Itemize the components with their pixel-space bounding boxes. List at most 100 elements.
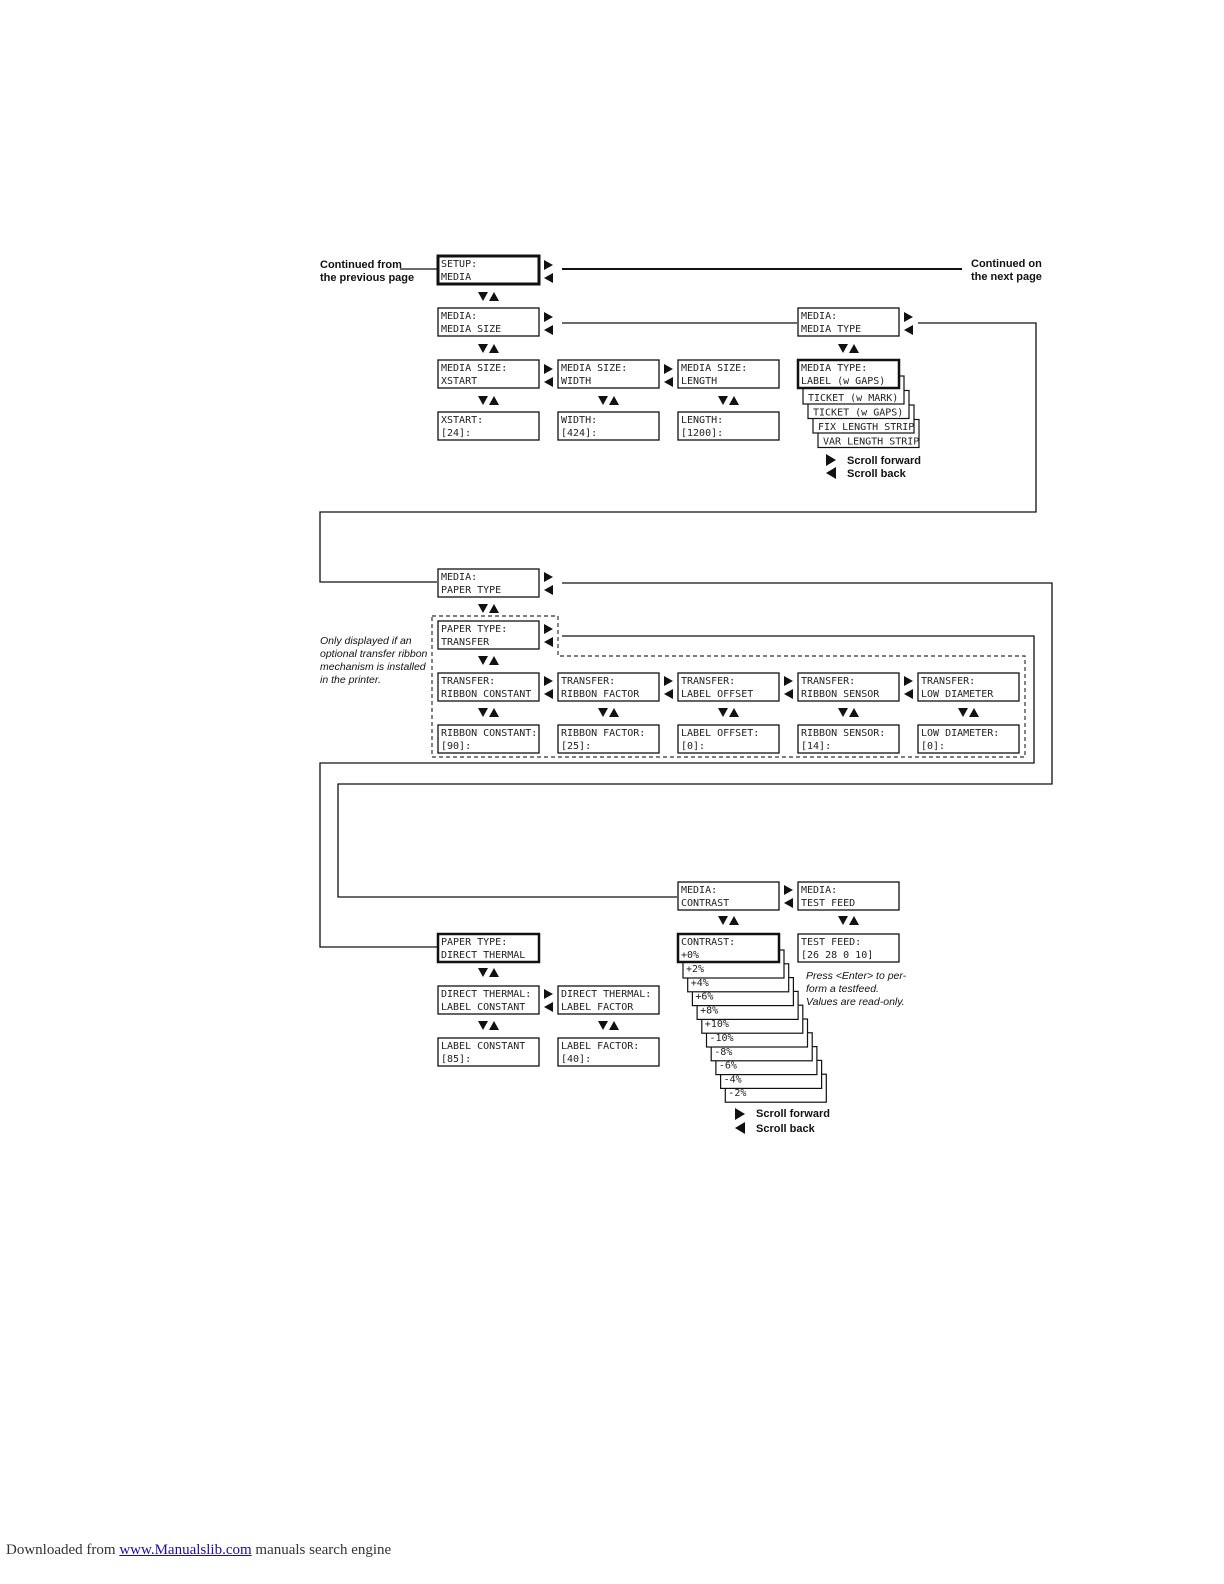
lcd-line: DIRECT THERMAL: <box>441 989 531 1000</box>
lcd-line: CONTRAST <box>681 898 729 909</box>
lcd-box-label-offset-val: LABEL OFFSET:[0]: <box>677 724 780 754</box>
svg-text:Scroll back: Scroll back <box>756 1123 816 1135</box>
arrow-down-icon <box>598 1021 608 1030</box>
lcd-line: TRANSFER: <box>801 676 855 687</box>
lcd-box-tr-label-offset: TRANSFER:LABEL OFFSET <box>677 672 780 702</box>
lcd-box-media-type: MEDIA:MEDIA TYPE <box>797 307 900 337</box>
arrow-up-icon <box>609 396 619 405</box>
option-label: +10% <box>705 1019 729 1030</box>
arrow-up-icon <box>489 344 499 353</box>
arrow-right-icon <box>664 364 673 374</box>
option-label: -10% <box>710 1033 734 1044</box>
arrow-up-icon <box>969 708 979 717</box>
lcd-line: +0% <box>681 950 699 961</box>
lcd-box-contrast-val: CONTRAST: +0% <box>676 932 781 964</box>
lcd-box-media-testfeed: MEDIA:TEST FEED <box>797 881 900 911</box>
testfeed-note: Press <Enter> to per- form a testfeed. V… <box>806 970 907 1008</box>
arrow-down-icon <box>838 344 848 353</box>
arrow-up-icon <box>849 708 859 717</box>
option-label: +8% <box>700 1005 718 1016</box>
lcd-line: PAPER TYPE <box>441 585 501 596</box>
svg-text:Continued from: Continued from <box>320 259 402 271</box>
optional-transfer-region <box>431 615 1026 758</box>
lcd-line: SETUP: <box>441 259 477 270</box>
arrow-left-icon <box>544 637 553 647</box>
arrow-left-icon <box>544 273 553 283</box>
arrow-down-icon <box>478 1021 488 1030</box>
svg-text:Continued on: Continued on <box>971 258 1042 270</box>
lcd-line: [14]: <box>801 741 831 752</box>
arrow-right-icon <box>544 312 553 322</box>
arrow-down-icon <box>598 396 608 405</box>
scroll-legend-media-type: Scroll forward Scroll back <box>826 454 921 480</box>
option-label: TICKET (w MARK) <box>808 393 898 404</box>
navigation-arrows <box>478 260 979 1030</box>
option-label: +2% <box>686 964 704 975</box>
lcd-line: WIDTH <box>561 376 591 387</box>
lcd-line: CONTRAST: <box>681 937 735 948</box>
arrow-down-icon <box>478 292 488 301</box>
arrow-up-icon <box>489 1021 499 1030</box>
lcd-line: TEST FEED <box>801 898 855 909</box>
only-displayed-note: Only displayed if an optional transfer r… <box>320 635 428 686</box>
lcd-box-media-contrast: MEDIA: CONTRAST <box>677 881 780 911</box>
lcd-line: [25]: <box>561 741 591 752</box>
arrow-up-icon <box>729 396 739 405</box>
arrow-down-icon <box>598 708 608 717</box>
lcd-box-tr-low-diameter: TRANSFER:LOW DIAMETER <box>917 672 1020 702</box>
lcd-box-width-val: WIDTH:[424]: <box>557 411 660 441</box>
arrow-up-icon <box>849 916 859 925</box>
arrow-left-icon <box>904 689 913 699</box>
option-label: -2% <box>728 1088 746 1099</box>
lcd-box-xstart-val: XSTART:[24]: <box>437 411 540 441</box>
lcd-line: MEDIA SIZE <box>441 324 501 335</box>
lcd-box-mediatype-label: MEDIA TYPE: LABEL (w GAPS) <box>796 358 901 390</box>
arrow-right-icon <box>544 572 553 582</box>
arrow-down-icon <box>478 396 488 405</box>
arrow-up-icon <box>489 292 499 301</box>
lcd-line: LABEL CONSTANT <box>441 1041 525 1052</box>
lcd-line: RIBBON SENSOR: <box>801 728 885 739</box>
lcd-line: LENGTH: <box>681 415 723 426</box>
option-label: FIX LENGTH STRIP <box>818 422 914 433</box>
lcd-line: LOW DIAMETER: <box>921 728 999 739</box>
arrow-left-icon <box>664 377 673 387</box>
lcd-box-tr-ribbon-constant: TRANSFER:RIBBON CONSTANT <box>437 672 540 702</box>
lcd-line: LABEL (w GAPS) <box>801 376 885 387</box>
lcd-line: TRANSFER: <box>921 676 975 687</box>
scroll-legend-contrast: Scroll forward Scroll back <box>735 1108 830 1135</box>
lcd-line: [0]: <box>921 741 945 752</box>
lcd-line: MEDIA: <box>681 885 717 896</box>
manualslib-link[interactable]: www.Manualslib.com <box>119 1542 252 1558</box>
lcd-line: MEDIA TYPE: <box>801 363 867 374</box>
lcd-line: DIRECT THERMAL <box>441 950 525 961</box>
arrow-left-icon <box>544 377 553 387</box>
contrast-options-stack: -2%-4%-6%-8%-10%+10%+8%+6%+4%+2% <box>682 949 827 1103</box>
lcd-line: [90]: <box>441 741 471 752</box>
lcd-line: RIBBON CONSTANT: <box>441 728 537 739</box>
lcd-line: PAPER TYPE: <box>441 624 507 635</box>
arrow-left-icon <box>784 898 793 908</box>
lcd-box-dt-label-factor: DIRECT THERMAL:LABEL FACTOR <box>557 985 660 1015</box>
svg-text:Scroll back: Scroll back <box>847 468 907 480</box>
arrow-left-icon <box>664 689 673 699</box>
arrow-right-icon <box>904 676 913 686</box>
svg-text:Scroll forward: Scroll forward <box>847 455 921 467</box>
lcd-box-label-factor-val: LABEL FACTOR:[40]: <box>557 1037 660 1067</box>
lcd-line: [0]: <box>681 741 705 752</box>
option-label: VAR LENGTH STRIP <box>823 437 919 448</box>
lcd-line: LABEL FACTOR: <box>561 1041 639 1052</box>
footer-prefix: Downloaded from <box>6 1542 116 1558</box>
connector-lines <box>319 268 1053 948</box>
svg-text:Only displayed if an: Only displayed if an <box>320 635 412 647</box>
lcd-box-testfeed-val: TEST FEED:[26 28 0 10] <box>797 933 900 963</box>
lcd-line: TEST FEED: <box>801 937 861 948</box>
lcd-box-dt-label-constant: DIRECT THERMAL:LABEL CONSTANT <box>437 985 540 1015</box>
arrow-down-icon <box>478 968 488 977</box>
lcd-line: TRANSFER: <box>681 676 735 687</box>
lcd-line: TRANSFER <box>441 637 490 648</box>
arrow-right-icon <box>544 989 553 999</box>
arrow-up-icon <box>729 708 739 717</box>
